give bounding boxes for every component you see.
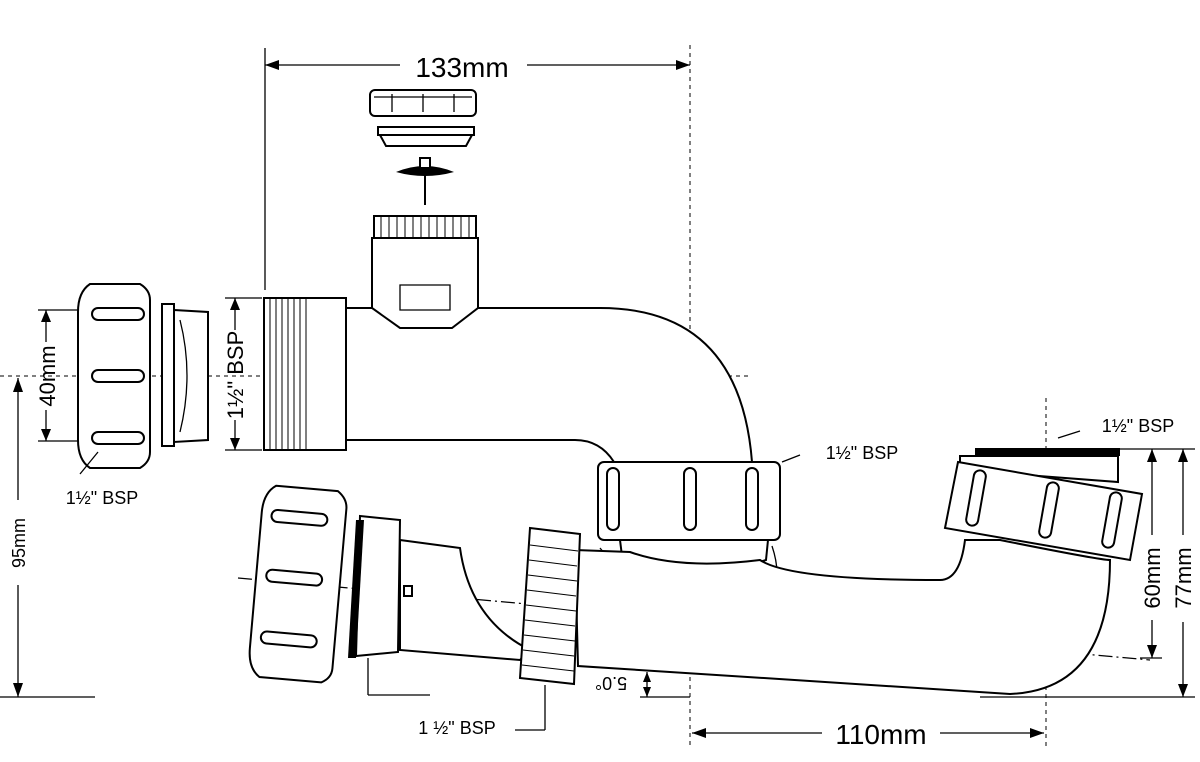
- arrow-right: [676, 60, 690, 70]
- arrow-bottom: [41, 429, 51, 441]
- lower-left-nut: [248, 484, 348, 684]
- upper-body: [263, 215, 754, 463]
- arrow-left: [265, 60, 279, 70]
- label-left-nut: 1½" BSP: [66, 488, 138, 508]
- label-center-nut: 1½" BSP: [826, 443, 898, 463]
- label-inlet-bsp: 1½" BSP: [223, 331, 248, 420]
- outlet-washer: [975, 448, 1120, 456]
- plug-disc: [396, 166, 454, 176]
- dim-inlet-bsp: 1½" BSP: [223, 297, 262, 451]
- dim-label-angle: 5.0°: [595, 673, 627, 693]
- nut-slot: [91, 431, 145, 445]
- top-cap-nut: [369, 89, 477, 117]
- label-lower-nut: 1 ½" BSP: [418, 718, 495, 738]
- nut-slot: [745, 467, 759, 531]
- arrow-bottom: [230, 438, 240, 450]
- arrow-60-top: [1147, 449, 1157, 462]
- label-right-outlet: 1½" BSP: [1102, 416, 1174, 436]
- lower-seal: [348, 514, 430, 696]
- lower-coupling: 1 ½" BSP: [418, 526, 582, 738]
- arrow-top: [230, 298, 240, 310]
- dip-pipe: [399, 538, 532, 662]
- arrow-top: [41, 310, 51, 322]
- arrow-up: [643, 672, 651, 682]
- spigot-threads: [380, 216, 470, 238]
- lower-seal-gasket: [348, 520, 364, 658]
- nut-slot: [965, 469, 987, 527]
- leader-center-nut: [781, 454, 801, 463]
- nut-slot: [1101, 491, 1123, 549]
- arrow-down: [643, 687, 651, 697]
- dim-110: 110mm: [692, 719, 1044, 750]
- inlet-threads: [269, 298, 307, 450]
- dim-label-40: 40mm: [35, 345, 60, 406]
- spigot-thread: [373, 215, 477, 239]
- dim-label-110: 110mm: [835, 719, 926, 750]
- leader-left-nut: [79, 451, 99, 475]
- arrow-77-top: [1178, 449, 1188, 462]
- dim-label-77: 77mm: [1171, 547, 1196, 608]
- washer-top: [377, 126, 475, 136]
- nut-slot: [606, 467, 620, 531]
- coupling-body: [518, 526, 582, 686]
- right-outlet: 1½" BSP: [943, 416, 1174, 562]
- dim-60-77: 60mm 77mm: [980, 448, 1196, 698]
- arrow-60-bottom: [1147, 645, 1157, 658]
- dim-label-95: 95mm: [9, 518, 29, 568]
- lower-trap: [399, 538, 1112, 696]
- dim-40: 40mm: [35, 309, 82, 442]
- overflow-spigot: [371, 237, 479, 329]
- arrow-right: [1030, 728, 1044, 738]
- nut-slot: [265, 568, 324, 587]
- arrow-left: [692, 728, 706, 738]
- dim-133: 133mm: [264, 48, 690, 290]
- nut-slot: [91, 369, 145, 383]
- left-nut: 1½" BSP: [66, 283, 151, 508]
- nut-slot: [683, 467, 697, 531]
- top-washer: [377, 126, 475, 147]
- leader-right-outlet: [1057, 430, 1081, 439]
- left-seal: [161, 303, 209, 447]
- spigot-window: [399, 284, 451, 311]
- dim-95: 95mm: [0, 378, 95, 698]
- seal-curve: [179, 319, 188, 433]
- nut-slot: [1038, 481, 1060, 539]
- seal-flange: [161, 303, 175, 447]
- washer-bottom: [378, 134, 474, 147]
- arrow-top: [13, 378, 23, 392]
- nut-slot: [259, 630, 318, 649]
- inlet-thread: [263, 297, 347, 451]
- nut-slot: [91, 307, 145, 321]
- lower-pipe: [573, 539, 1112, 696]
- arrow-77-bottom: [1178, 684, 1188, 697]
- plug-head: [419, 157, 431, 169]
- seal-cone: [173, 308, 209, 444]
- upper-pipe: [344, 307, 754, 463]
- dim-angle: 5.0°: [595, 672, 690, 698]
- dip-peg: [403, 585, 413, 597]
- coupling-threads: [521, 544, 579, 672]
- dim-label-133: 133mm: [415, 52, 508, 83]
- arrow-bottom: [13, 683, 23, 697]
- nut-slot: [270, 508, 329, 527]
- dim-label-60: 60mm: [1140, 547, 1165, 608]
- plug-stem: [396, 157, 454, 205]
